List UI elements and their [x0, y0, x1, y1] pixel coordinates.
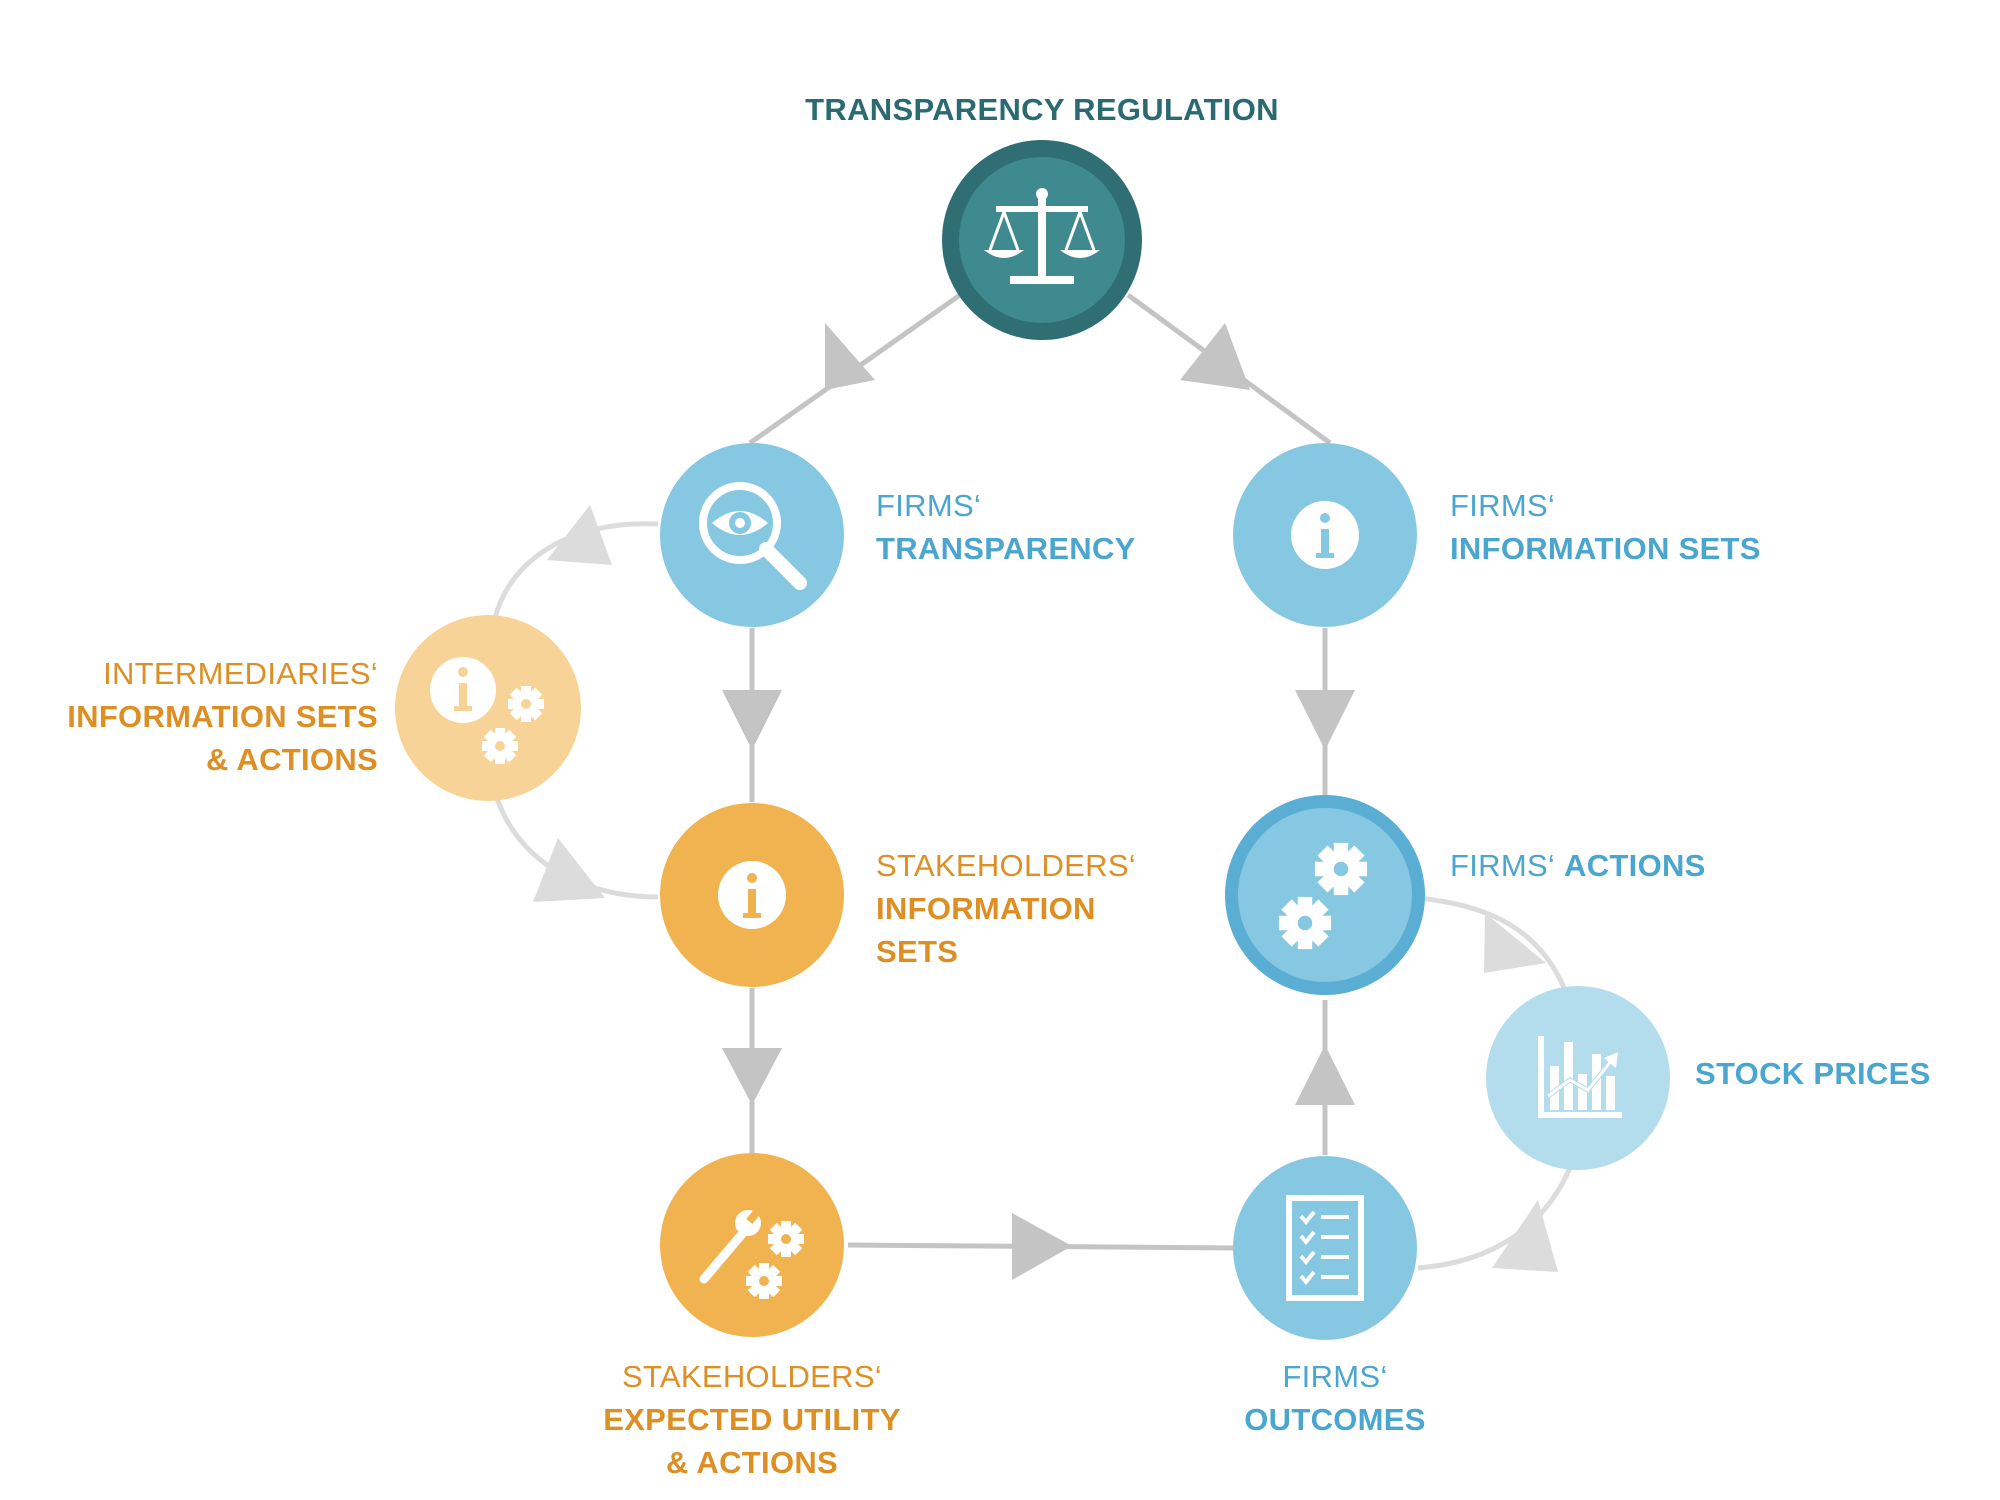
- firms-outcomes-line2: OUTCOMES: [1244, 1402, 1426, 1437]
- bar-chart-icon: [1538, 1036, 1622, 1118]
- intermediaries-line3: & ACTIONS: [205, 742, 378, 777]
- stakeholders-utility-line3: & ACTIONS: [665, 1445, 839, 1480]
- firms-info-line2: INFORMATION SETS: [1450, 531, 1761, 566]
- node-stock-prices: [1486, 986, 1670, 1170]
- node-intermediaries: [395, 615, 581, 801]
- node-firms-outcomes: [1233, 1156, 1417, 1340]
- stakeholders-info-line1: STAKEHOLDERS‘: [876, 848, 1136, 883]
- node-stakeholders-information: [660, 803, 844, 987]
- info-icon: [718, 861, 786, 929]
- firms-info-line1: FIRMS‘: [1450, 488, 1556, 523]
- label-intermediaries: INTERMEDIARIES‘ INFORMATION SETS & ACTIO…: [60, 652, 378, 781]
- firms-actions-line2: ACTIONS: [1564, 848, 1706, 883]
- intermediaries-line2: INFORMATION SETS: [67, 699, 378, 734]
- arrow-head-to-transparency: [825, 323, 875, 390]
- label-firms-information-sets: FIRMS‘ INFORMATION SETS: [1450, 484, 1761, 570]
- firms-actions-circle: [1238, 808, 1412, 982]
- firms-outcomes-circle: [1233, 1156, 1417, 1340]
- firms-actions-line1: FIRMS‘: [1450, 848, 1556, 883]
- label-stock-prices: STOCK PRICES: [1695, 1052, 1931, 1095]
- node-firms-transparency: [660, 443, 844, 627]
- label-firms-transparency: FIRMS‘ TRANSPARENCY: [876, 484, 1136, 570]
- arrow-head-to-intermediaries: [547, 505, 612, 565]
- checklist-icon: [1286, 1195, 1364, 1301]
- label-stakeholders-utility: STAKEHOLDERS‘ EXPECTED UTILITY & ACTIONS: [552, 1355, 952, 1484]
- scales-of-justice-icon: [984, 188, 1100, 284]
- label-firms-actions: FIRMS‘ ACTIONS: [1450, 844, 1706, 887]
- node-firms-information-sets: [1233, 443, 1417, 627]
- stakeholders-utility-line2: EXPECTED UTILITY: [603, 1402, 901, 1437]
- arrow-head-to-stakeholder-info: [722, 690, 782, 750]
- arrow-head-to-firm-info: [1180, 323, 1250, 390]
- label-stakeholders-information: STAKEHOLDERS‘ INFORMATION SETS: [876, 844, 1136, 973]
- arrowheads: [533, 323, 1558, 1280]
- firms-transparency-circle: [660, 443, 844, 627]
- connectors: [748, 292, 1332, 1251]
- label-transparency-regulation: TRANSPARENCY REGULATION: [742, 88, 1342, 131]
- stakeholders-info-line3: SETS: [876, 934, 959, 969]
- node-firms-actions: [1225, 795, 1425, 995]
- arrow-head-to-stock: [1492, 1200, 1558, 1272]
- wrench-gears-icon: [699, 1208, 804, 1299]
- stock-prices-title: STOCK PRICES: [1695, 1056, 1931, 1091]
- regulation-title: TRANSPARENCY REGULATION: [805, 92, 1279, 127]
- loop-stock-to-actions: [1417, 895, 1568, 991]
- label-firms-outcomes: FIRMS‘ OUTCOMES: [1175, 1355, 1495, 1441]
- loop-transparency-to-intermediaries: [492, 521, 659, 619]
- firms-outcomes-line1: FIRMS‘: [1282, 1359, 1388, 1394]
- info-gears-icon: [430, 657, 544, 764]
- arrow-head-up-to-actions: [1295, 1045, 1355, 1105]
- info-icon: [1291, 501, 1359, 569]
- node-stakeholders-utility: [660, 1153, 844, 1337]
- arrow-head-to-firm-actions: [1295, 690, 1355, 750]
- gears-icon: [1278, 842, 1368, 950]
- arrow-head-to-utility: [722, 1048, 782, 1105]
- stakeholders-utility-circle: [660, 1153, 844, 1337]
- node-transparency-regulation: [942, 140, 1142, 340]
- magnifier-eye-icon: [699, 482, 807, 590]
- stakeholders-utility-line1: STAKEHOLDERS‘: [622, 1359, 882, 1394]
- arrow-head-stock-to-actions: [1484, 913, 1546, 973]
- arrow-head-to-outcomes: [1012, 1213, 1072, 1280]
- stakeholders-info-line2: INFORMATION: [876, 891, 1096, 926]
- firms-transparency-line1: FIRMS‘: [876, 488, 982, 523]
- arrow-head-loop-to-stakeholders: [533, 838, 605, 902]
- firms-transparency-line2: TRANSPARENCY: [876, 531, 1136, 566]
- intermediaries-line1: INTERMEDIARIES‘: [103, 656, 378, 691]
